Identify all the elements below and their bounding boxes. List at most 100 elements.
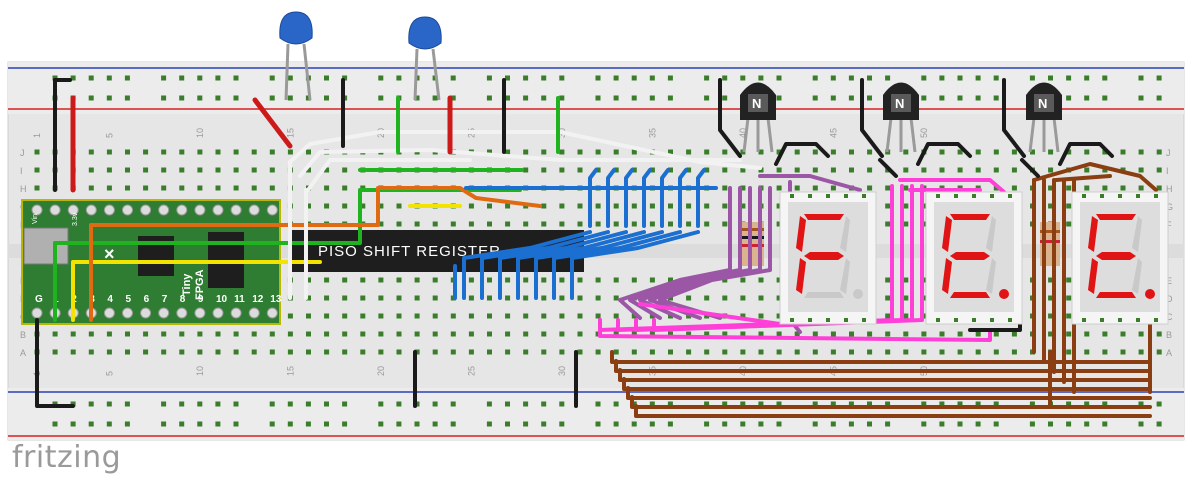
wire-black — [860, 78, 884, 158]
display-segments — [1088, 214, 1142, 298]
fpga-pin — [248, 307, 260, 319]
fpga-pin-label: 12 — [252, 294, 264, 305]
column-label: 30 — [557, 366, 567, 376]
wire-magenta — [598, 318, 992, 342]
fpga-pin — [212, 307, 224, 319]
fpga-pin-label: 7 — [162, 294, 168, 305]
display-pin — [972, 318, 976, 322]
fpga-name-line1: Tiny — [181, 273, 193, 296]
wire-blue — [696, 168, 706, 228]
fpga-pin — [212, 204, 224, 216]
display-segments — [796, 214, 850, 298]
display-pin — [1008, 318, 1012, 322]
display-pin — [1008, 194, 1012, 198]
fpga-pin-label: 8 — [180, 294, 186, 305]
wire-white — [306, 158, 472, 192]
wire-black — [1020, 158, 1040, 178]
display-pin — [844, 194, 848, 198]
fpga-pin — [31, 307, 43, 319]
segment-g — [1096, 252, 1136, 260]
capacitor — [279, 11, 313, 45]
wire-blue — [480, 230, 610, 300]
column-label: 40 — [738, 128, 748, 138]
fpga-pin-label: 10 — [216, 294, 228, 305]
top-power-rail — [8, 62, 1184, 114]
segment-f — [796, 216, 806, 252]
fpga-pin-label: 4 — [107, 294, 113, 305]
shift-register-label: PISO SHIFT REGISTER — [318, 243, 501, 260]
display-pin — [826, 194, 830, 198]
fpga-pin — [158, 204, 170, 216]
fpga-pin-label: 6 — [144, 294, 150, 305]
capacitors — [279, 11, 442, 101]
wire-blue — [624, 168, 634, 228]
row-label: I — [1166, 166, 1169, 176]
fpga-pin — [194, 307, 206, 319]
segment-e — [1088, 258, 1098, 294]
fpga-pin-label: 11 — [234, 294, 245, 305]
wire-black — [774, 142, 830, 166]
fpga-pin — [248, 204, 260, 216]
row-label: A — [20, 348, 26, 358]
transistor-label: N — [1038, 96, 1047, 111]
wire-brown — [618, 368, 1152, 382]
fpga-pin — [176, 204, 188, 216]
column-label: 15 — [285, 128, 295, 138]
wire-blue — [516, 230, 646, 300]
segment-c — [1132, 258, 1142, 294]
fpga-pin — [140, 204, 152, 216]
row-label: A — [1166, 348, 1172, 358]
segment-f — [942, 216, 952, 252]
wire-black — [1002, 78, 1026, 158]
transistor-label: N — [752, 96, 761, 111]
wire-blue — [498, 230, 628, 300]
wire-brown — [614, 359, 1152, 373]
wire-blue — [570, 230, 700, 300]
wire-magenta — [652, 184, 924, 332]
segment-f — [1088, 216, 1098, 252]
wire-blue — [642, 168, 652, 228]
wire-blue — [588, 168, 598, 228]
seven-segment-display — [1071, 191, 1169, 325]
segment-b — [986, 216, 996, 252]
transistor-lead — [909, 117, 917, 153]
fpga-pin — [103, 307, 115, 319]
segment-a — [950, 214, 990, 220]
display-pin — [1136, 194, 1140, 198]
segment-e — [942, 258, 952, 294]
fpga-pin — [158, 307, 170, 319]
wire-magenta — [638, 302, 782, 326]
capacitor-lead — [431, 48, 441, 101]
row-label: F — [1166, 220, 1172, 230]
usb-connector — [23, 227, 69, 265]
display-pin — [844, 318, 848, 322]
fpga-pin-label: 5 — [126, 294, 132, 305]
decimal-point — [1145, 289, 1155, 299]
wire-blue — [660, 168, 670, 228]
wire-brown — [626, 386, 1152, 400]
fpga-pin — [103, 204, 115, 216]
seven-segment-displays — [779, 191, 1169, 325]
column-label: 10 — [195, 128, 205, 138]
column-label: 25 — [466, 366, 476, 376]
row-label: D — [1166, 294, 1173, 304]
segment-d — [950, 292, 990, 298]
row-label: J — [1166, 148, 1171, 158]
fpga-pin — [266, 307, 278, 319]
fpga-pin — [85, 204, 97, 216]
row-label: H — [20, 184, 27, 194]
fpga-pin — [140, 307, 152, 319]
display-pin — [1118, 318, 1122, 322]
transistor-lead — [885, 117, 893, 153]
fpga-pin — [230, 307, 242, 319]
display-pin — [1154, 318, 1158, 322]
transistor-lead — [1028, 117, 1036, 153]
row-label: B — [20, 330, 26, 340]
segment-c — [840, 258, 850, 294]
fpga-pin — [31, 204, 43, 216]
wire-blue — [462, 230, 592, 300]
wire-black — [1058, 142, 1114, 166]
wire-brown — [1032, 162, 1158, 192]
